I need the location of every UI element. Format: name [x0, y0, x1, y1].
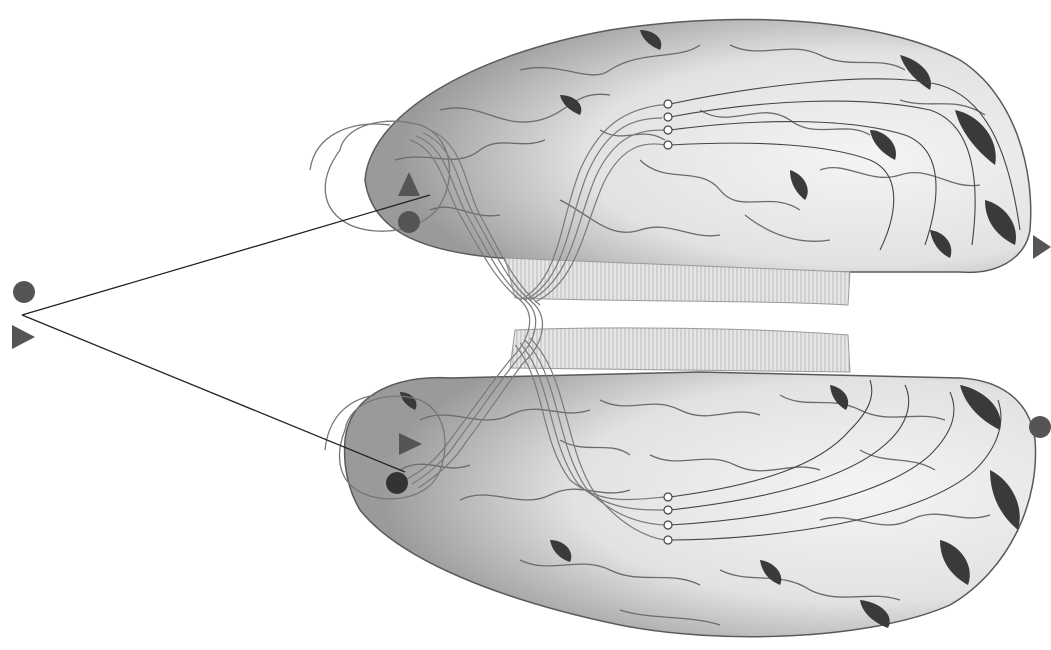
right-occipital-triangle-marker: [1033, 235, 1051, 259]
upper-eye-dot-marker: [398, 211, 420, 233]
lower-eye-dot-marker: [386, 472, 408, 494]
object-dot-marker: [13, 281, 35, 303]
object-triangle-marker: [12, 325, 35, 349]
lower-hemisphere-outline: [345, 372, 1036, 637]
lower-occipital-dot-marker: [1029, 416, 1051, 438]
corpus-callosum: [505, 258, 850, 372]
lower-hemisphere: [325, 372, 1036, 637]
ray-to-upper-eye: [22, 195, 430, 315]
ray-to-lower-eye: [22, 315, 405, 472]
